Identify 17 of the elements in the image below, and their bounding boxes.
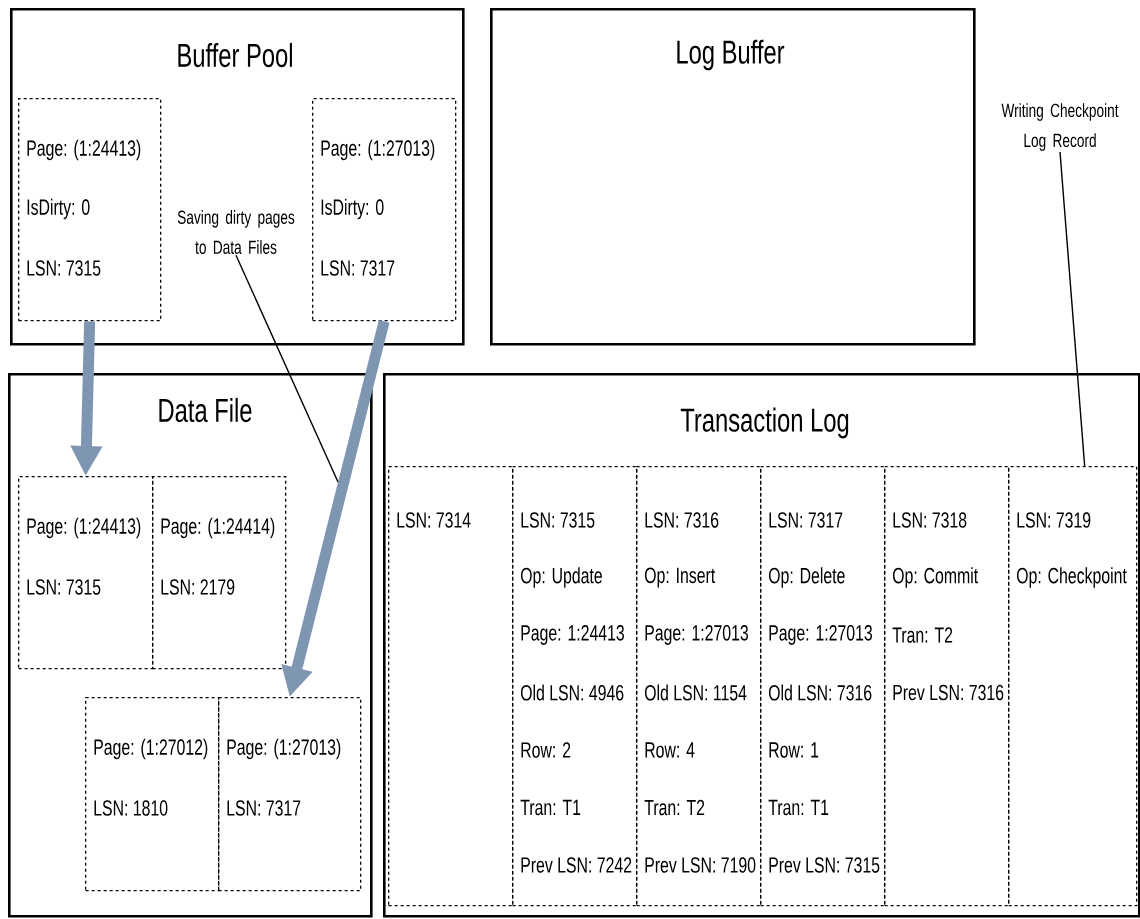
page-box: Page: (1:27012) LSN: 1810 bbox=[85, 697, 220, 892]
page-box: Page: (1:24413) LSN: 7315 bbox=[18, 476, 154, 670]
log-record-cell: LSN: 7319 Op: Checkpoint bbox=[1008, 466, 1138, 907]
annotation-text: Saving dirty pages to Data Files bbox=[177, 210, 295, 254]
log-record-cell: LSN: 7315 Op: Update Page: 1:24413 Old LSN: 4946 Row: 2 Tran: T1 Prev LSN: 7242 bbox=[512, 466, 638, 907]
page-box: Page: (1:27013) LSN: 7317 bbox=[218, 697, 362, 892]
page-box: Page: (1:27013) IsDirty: 0 LSN: 7317 bbox=[312, 98, 457, 322]
page-box: Page: (1:24414) LSN: 2179 bbox=[152, 476, 287, 670]
log-record-cell: LSN: 7318 Op: Commit Tran: T2 Prev LSN: 7316 bbox=[884, 466, 1010, 907]
leader-line bbox=[1059, 151, 1086, 467]
page-box: Page: (1:24413) IsDirty: 0 LSN: 7315 bbox=[18, 98, 162, 322]
leader-line bbox=[235, 254, 339, 483]
log-record-cell: LSN: 7317 Op: Delete Page: 1:27013 Old LSN: 7316 Row: 1 Tran: T1 Prev LSN: 7315 bbox=[760, 466, 886, 907]
log-record-cell: LSN: 7316 Op: Insert Page: 1:27013 Old LSN: 1154 Row: 4 Tran: T2 Prev LSN: 7190 bbox=[636, 466, 762, 907]
annotation-text: Writing Checkpoint Log Record bbox=[1001, 103, 1119, 151]
panel-box: Log Buffer bbox=[490, 8, 976, 346]
log-record-cell: LSN: 7314 bbox=[388, 466, 514, 907]
